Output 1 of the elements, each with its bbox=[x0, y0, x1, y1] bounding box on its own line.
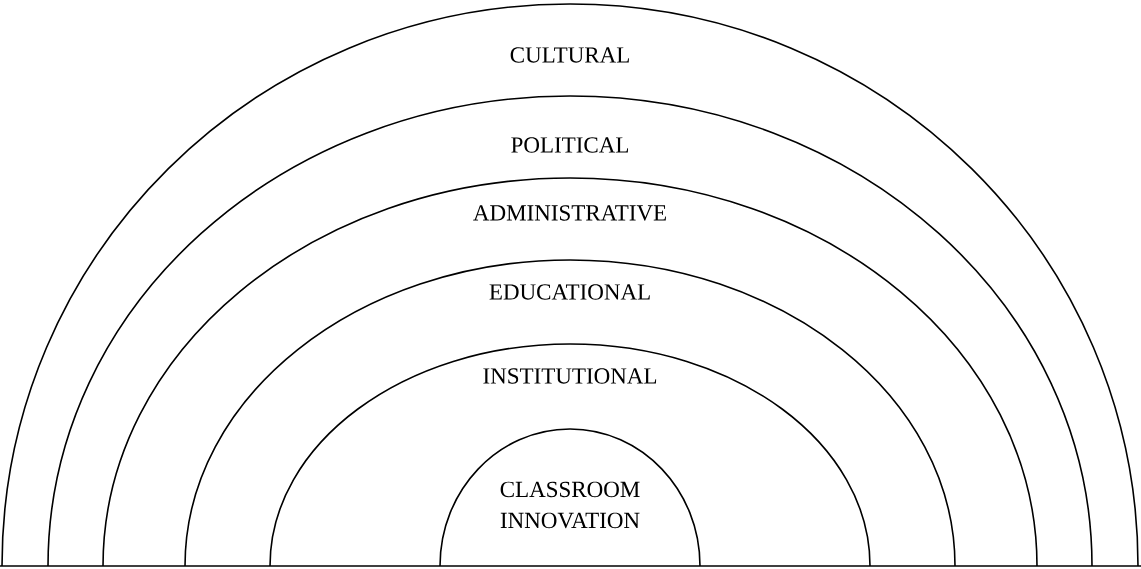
arch-band: CLASSROOM INNOVATION bbox=[439, 428, 701, 567]
